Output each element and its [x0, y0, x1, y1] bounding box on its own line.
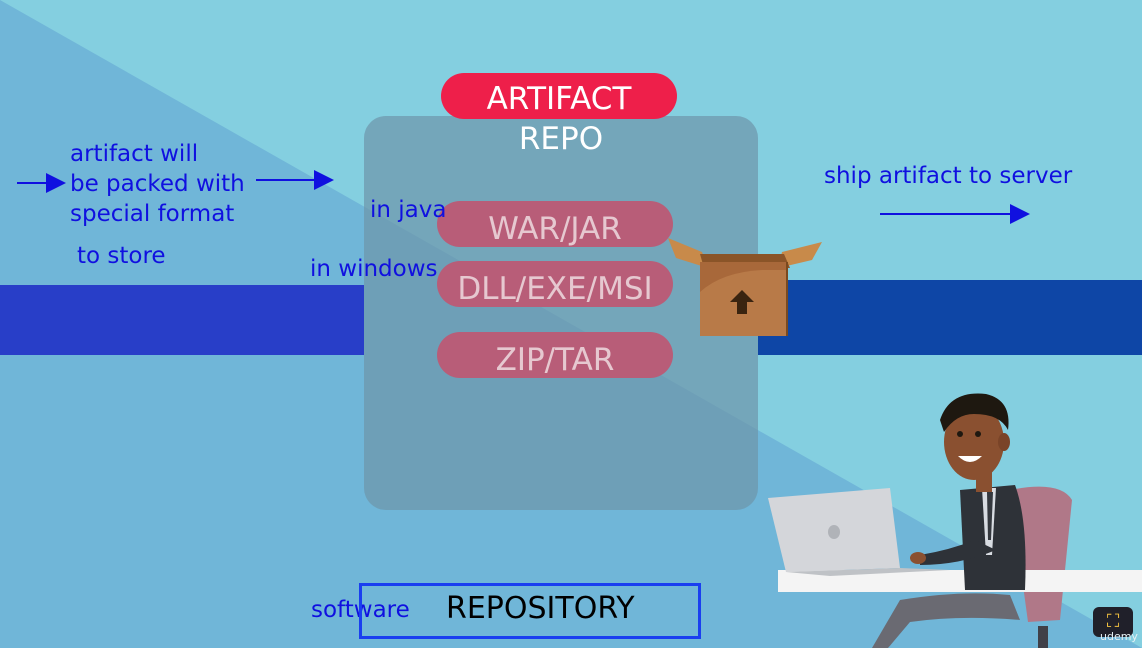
artifact-repo-panel [364, 116, 758, 510]
format-zip-tar: ZIP/TAR [437, 332, 673, 378]
annotation-in-windows: in windows [310, 256, 438, 282]
artifact-title-pill: ARTIFACT [441, 73, 677, 119]
developer-illustration [768, 393, 1142, 648]
annotation-in-java: in java [370, 197, 447, 223]
pipeline-band-right [758, 280, 1142, 355]
annotation-line-2: be packed with [70, 171, 245, 197]
pipeline-band-left [0, 285, 364, 355]
repository-box [359, 583, 701, 639]
annotation-line-4: to store [77, 243, 166, 269]
repository-label: REPOSITORY [446, 591, 635, 626]
repo-subtitle: REPO [518, 121, 604, 157]
format-dll-exe-msi: DLL/EXE/MSI [437, 261, 673, 307]
fullscreen-icon[interactable]: ⛶ [1093, 607, 1133, 637]
annotation-ship: ship artifact to server [824, 163, 1073, 189]
annotation-line-3: special format [70, 201, 235, 227]
format-war-jar: WAR/JAR [437, 201, 673, 247]
udemy-watermark: udemy [1100, 630, 1138, 643]
upload-box-icon [668, 238, 822, 336]
annotation-line-1: artifact will [70, 141, 199, 167]
